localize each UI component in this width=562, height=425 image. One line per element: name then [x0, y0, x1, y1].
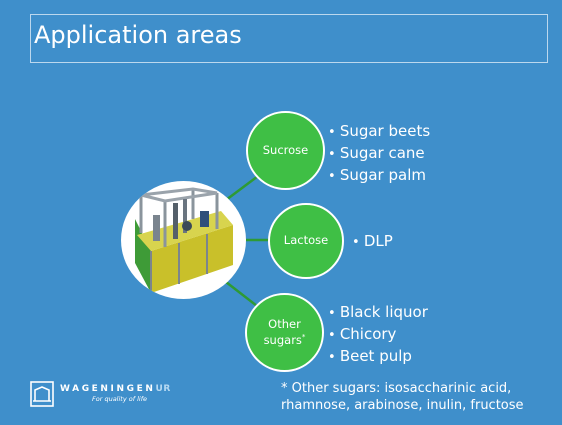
logo-wordmark: WAGENINGENUR: [60, 384, 171, 394]
list-item: DLP: [352, 231, 393, 253]
node-sucrose: Sucrose: [246, 111, 325, 190]
footnote-marker: *: [301, 332, 306, 341]
title-box: Application areas: [30, 14, 548, 63]
footnote-line-1: * Other sugars: isosaccharinic acid,: [281, 381, 512, 396]
node-lactose-label: Lactose: [283, 233, 329, 248]
node-sucrose-label: Sucrose: [262, 142, 309, 157]
sucrose-examples-list: Sugar beets Sugar cane Sugar palm: [328, 121, 430, 187]
logo-tagline: For quality of life: [92, 395, 147, 403]
node-other-label-line1: Other: [268, 316, 301, 331]
reactor-illustration: [135, 187, 233, 293]
footnote: * Other sugars: isosaccharinic acid, rha…: [281, 380, 559, 414]
reactor-image: [121, 181, 246, 299]
list-item: Sugar cane: [328, 143, 430, 165]
list-item: Beet pulp: [328, 346, 428, 368]
connector-sucrose: [225, 175, 259, 201]
node-other-sugars: Other sugars*: [245, 293, 324, 372]
node-other-label-line2: sugars: [263, 332, 302, 347]
list-item: Sugar beets: [328, 121, 430, 143]
logo-mark-icon: [30, 381, 54, 407]
other-sugars-examples-list: Black liquor Chicory Beet pulp: [328, 302, 428, 368]
lactose-examples-list: DLP: [352, 231, 393, 253]
connector-other: [225, 281, 258, 307]
footnote-line-2: rhamnose, arabinose, inulin, fructose: [281, 398, 524, 413]
slide-title: Application areas: [34, 21, 242, 49]
wageningen-ur-logo: WAGENINGENUR For quality of life: [30, 381, 210, 411]
list-item: Chicory: [328, 324, 428, 346]
node-other-sugars-label: Other sugars*: [264, 317, 306, 348]
list-item: Black liquor: [328, 302, 428, 324]
node-lactose: Lactose: [268, 203, 344, 279]
list-item: Sugar palm: [328, 165, 430, 187]
